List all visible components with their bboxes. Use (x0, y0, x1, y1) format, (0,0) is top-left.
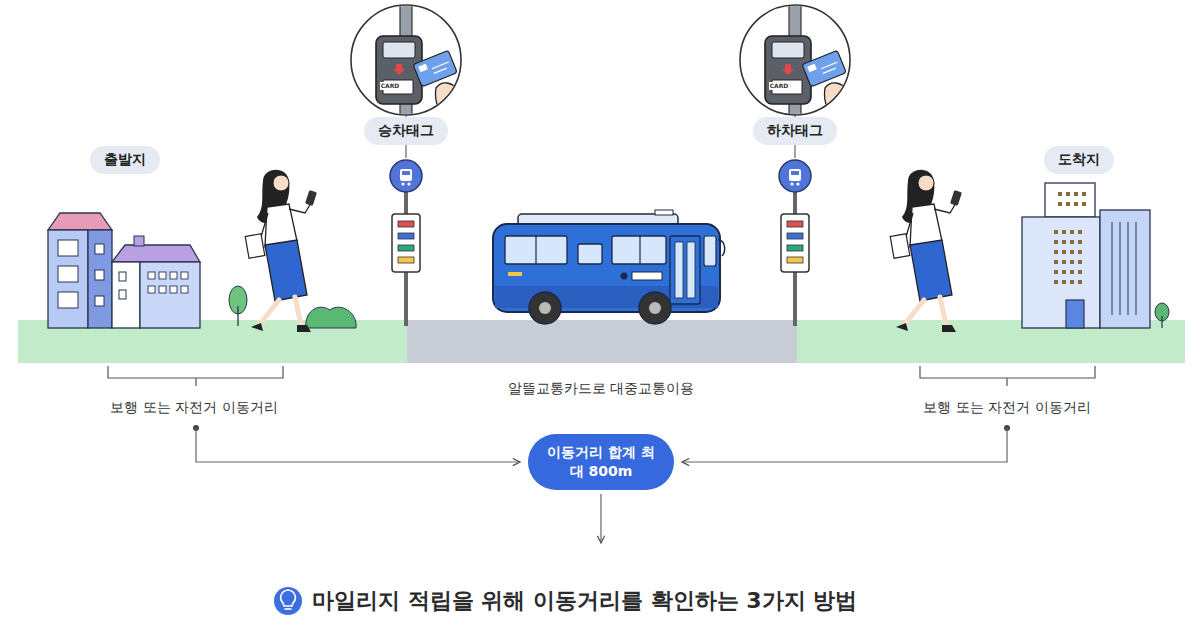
tag-pill: 하차태그 (753, 117, 837, 145)
node-text: 승차태그 (378, 122, 434, 140)
place-pill: 출발지 (90, 146, 160, 174)
distance-label: 보행 또는 자전거 이동거리 (110, 399, 277, 417)
distance-label: 보행 또는 자전거 이동거리 (923, 399, 1090, 417)
node-text: 출발지 (104, 151, 146, 169)
node-text: 하차태그 (767, 122, 823, 140)
node-text: 도착지 (1058, 151, 1100, 169)
node-text: 이동거리 합계 최대 800m (545, 443, 657, 481)
total-box: 이동거리 합계 최대 800m (528, 434, 674, 490)
title: 마일리지 적립을 위해 이동거리를 확인하는 3가지 방법 (312, 586, 857, 616)
tag-pill: 승차태그 (364, 117, 448, 145)
transit-label: 알뜰교통카드로 대중교통이용 (508, 380, 694, 398)
card-text: CARD (380, 82, 401, 89)
place-pill: 도착지 (1044, 146, 1114, 174)
card-text: CARD (769, 82, 790, 89)
